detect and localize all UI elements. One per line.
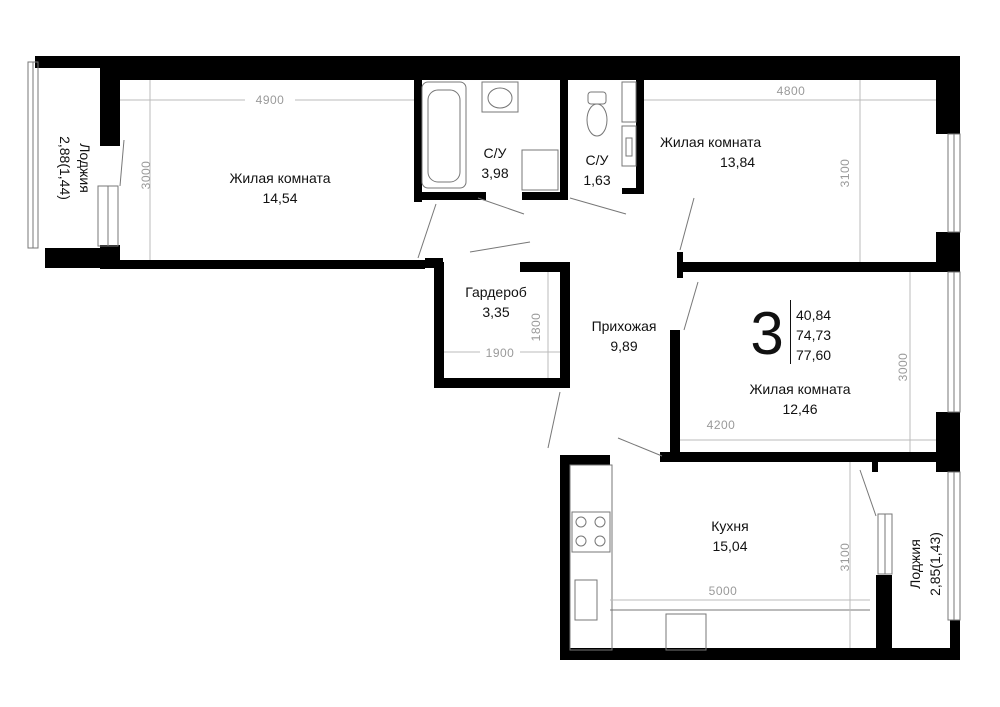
- room-area: 13,84: [720, 154, 756, 170]
- dim-3100-kitchen: 3100: [838, 542, 852, 572]
- room-name: Лоджия: [77, 143, 93, 193]
- kitchen-counter: [569, 464, 613, 651]
- room-hall: Прихожая 9,89: [574, 316, 674, 356]
- room-living1: Жилая комната 14,54: [190, 168, 370, 208]
- dim-3100-living2: 3100: [838, 158, 852, 188]
- bathtub-icon: [421, 81, 467, 189]
- room-living3: Жилая комната 12,46: [720, 379, 880, 419]
- room-name: С/У: [483, 145, 507, 161]
- room-bath2: С/У 1,63: [570, 150, 624, 190]
- room-wardrobe: Гардероб 3,35: [446, 282, 546, 322]
- room-name: Кухня: [711, 518, 749, 534]
- dim-4200: 4200: [706, 418, 736, 432]
- room-area: 14,54: [262, 190, 298, 206]
- area-with-loggia-value: 77,60: [796, 347, 832, 363]
- room-area: 2,85(1,43): [927, 532, 943, 596]
- dim-1800: 1800: [529, 312, 543, 342]
- room-bath1: С/У 3,98: [465, 143, 525, 183]
- fixtures: [421, 81, 870, 651]
- room-area: 3,35: [482, 304, 510, 320]
- dim-4900: 4900: [245, 93, 295, 107]
- room-count: 3: [750, 300, 784, 367]
- room-area: 2,88(1,44): [57, 136, 73, 200]
- room-name: С/У: [585, 152, 609, 168]
- total-area-value: 74,73: [796, 327, 832, 343]
- shower-icon: [521, 149, 559, 191]
- room-name: Гардероб: [465, 284, 527, 300]
- room-name: Прихожая: [591, 318, 657, 334]
- sink-icon: [481, 81, 519, 113]
- walls: [35, 56, 960, 660]
- badge-divider: [790, 300, 791, 364]
- dim-1900: 1900: [480, 346, 520, 360]
- room-living2: Жилая комната 13,84: [660, 132, 840, 172]
- room-area: 1,63: [583, 172, 611, 188]
- kitchen-sink-icon: [574, 579, 598, 621]
- room-kitchen: Кухня 15,04: [680, 516, 780, 556]
- room-name: Жилая комната: [660, 134, 762, 150]
- dim-4800: 4800: [776, 84, 806, 98]
- room-name: Жилая комната: [749, 381, 851, 397]
- dim-3000-living3: 3000: [896, 352, 910, 382]
- room-area: 15,04: [712, 538, 748, 554]
- dim-5000: 5000: [708, 584, 738, 598]
- dim-3000-living1: 3000: [139, 160, 153, 190]
- toilet-icon: [587, 91, 607, 105]
- room-loggia1: Лоджия 2,88(1,44): [55, 103, 95, 233]
- stove-icon: [571, 511, 611, 553]
- room-area: 9,89: [610, 338, 638, 354]
- room-area: 3,98: [481, 165, 509, 181]
- door-swings: [119, 139, 877, 517]
- room-area: 12,46: [782, 401, 818, 417]
- room-name: Лоджия: [907, 539, 923, 589]
- windows: [27, 61, 961, 621]
- living-area-value: 40,84: [796, 307, 832, 323]
- room-loggia2: Лоджия 2,85(1,43): [905, 499, 945, 629]
- room-name: Жилая комната: [229, 170, 331, 186]
